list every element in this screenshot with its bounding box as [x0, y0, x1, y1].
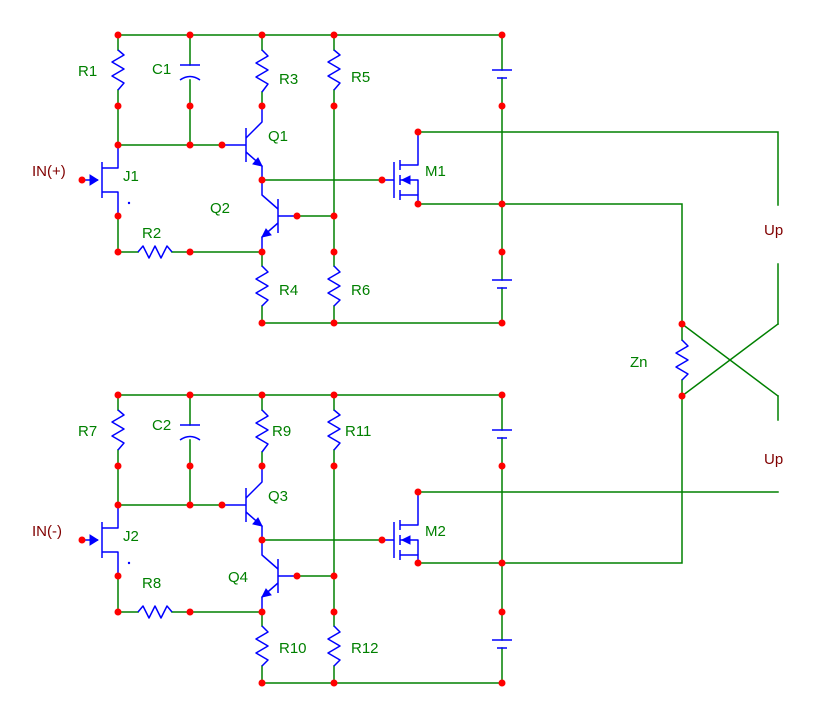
- top-channel-wires: [117, 34, 779, 325]
- label-r5: R5: [351, 69, 370, 86]
- label-r10: R10: [279, 640, 307, 657]
- bjt-q2: [261, 180, 297, 252]
- input-label-plus: IN(+): [32, 163, 66, 180]
- output-label-up-bottom: Up: [764, 451, 783, 468]
- nodes: [78, 31, 686, 687]
- resistor-r5: [327, 49, 341, 91]
- jfet-j1: [82, 145, 119, 216]
- label-q1: Q1: [268, 128, 288, 145]
- label-r12: R12: [351, 640, 379, 657]
- label-r2: R2: [142, 225, 161, 242]
- label-q4: Q4: [228, 569, 248, 586]
- jfet-j1-marker: [127, 201, 131, 205]
- bjt-q1: [222, 106, 263, 180]
- resistor-r9: [255, 409, 269, 453]
- bjt-q3: [222, 466, 263, 540]
- component-labels: R1 C1 R3 R5 Q1 J1 M1 Q2 R2 R4 R6 R7 C2 R…: [78, 61, 648, 657]
- resistor-r7: [111, 409, 125, 451]
- capacitors: [179, 64, 201, 441]
- resistor-r12: [327, 625, 341, 667]
- jfet-j2: [82, 505, 119, 576]
- output-wires: [680, 263, 780, 421]
- resistor-r6: [327, 265, 341, 307]
- label-r1: R1: [78, 63, 97, 80]
- label-r7: R7: [78, 423, 97, 440]
- label-j1: J1: [123, 168, 139, 185]
- resistor-zn: [675, 339, 689, 381]
- label-c2: C2: [152, 417, 171, 434]
- battery-top-2: [492, 279, 512, 289]
- label-r8: R8: [142, 575, 161, 592]
- label-r6: R6: [351, 282, 370, 299]
- mosfet-m1: [382, 132, 419, 204]
- input-label-minus: IN(-): [32, 523, 62, 540]
- label-q2: Q2: [210, 200, 230, 217]
- bottom-channel-wires: [117, 394, 779, 684]
- label-r4: R4: [279, 282, 298, 299]
- resistor-r10: [255, 625, 269, 667]
- io-labels: IN(+) IN(-) Up Up: [32, 163, 783, 540]
- capacitor-c1: [179, 64, 201, 81]
- resistor-r4: [255, 265, 269, 307]
- label-m1: M1: [425, 163, 446, 180]
- capacitor-c2: [179, 424, 201, 441]
- battery-bottom-1: [492, 429, 512, 439]
- resistor-r1: [111, 49, 125, 91]
- bjt-q4: [261, 540, 297, 612]
- label-r9: R9: [272, 423, 291, 440]
- label-r3: R3: [279, 71, 298, 88]
- label-j2: J2: [123, 528, 139, 545]
- batteries: [492, 69, 512, 649]
- jfet-j2-marker: [127, 561, 131, 565]
- resistors: [111, 49, 689, 667]
- label-m2: M2: [425, 523, 446, 540]
- label-q3: Q3: [268, 488, 288, 505]
- resistor-r3: [255, 49, 269, 93]
- battery-top-1: [492, 69, 512, 79]
- label-r11: R11: [345, 423, 371, 440]
- resistor-r11: [327, 409, 341, 451]
- resistor-r2: [137, 245, 173, 259]
- mosfet-m2: [382, 492, 419, 563]
- label-zn: Zn: [630, 354, 648, 371]
- battery-bottom-2: [492, 639, 512, 649]
- output-label-up-top: Up: [764, 222, 783, 239]
- label-c1: C1: [152, 61, 171, 78]
- resistor-r8: [137, 605, 173, 619]
